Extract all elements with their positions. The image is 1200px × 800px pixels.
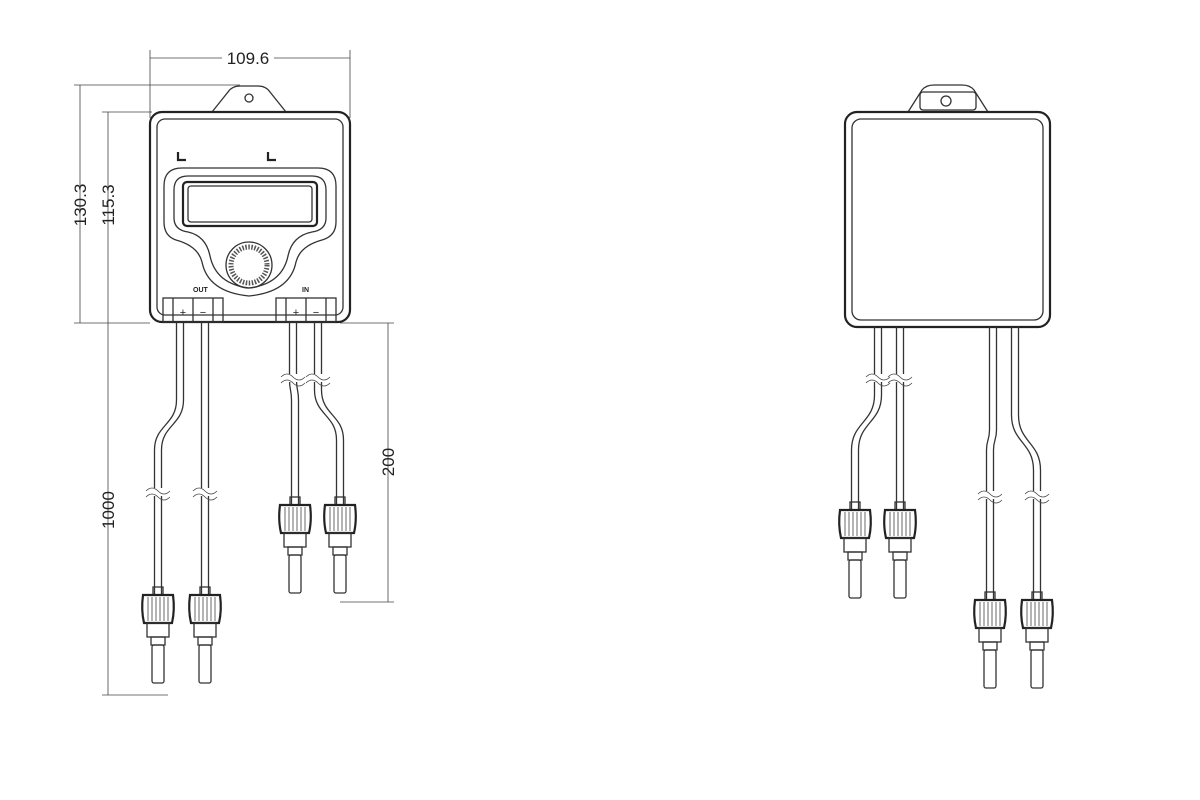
input-cable-dimension-label: 200 (379, 448, 398, 476)
back-cable-4 (1007, 327, 1054, 689)
width-dimension-label: 109.6 (227, 49, 270, 68)
back-cable-3 (973, 327, 1007, 689)
mc4-connector-icon (1020, 591, 1054, 689)
back-cable-2 (883, 327, 917, 599)
in-minus-cable (305, 322, 357, 594)
mc4-connector-icon (323, 496, 357, 594)
out-plus-cable (141, 322, 188, 684)
dimension-total-height: 130.3 (71, 84, 240, 324)
corner-marks (176, 152, 276, 162)
out-minus-cable (188, 322, 222, 684)
in-label: IN (302, 287, 309, 294)
display-bezel (163, 167, 337, 297)
mc4-connector-icon (188, 586, 222, 684)
back-mounting-hole-icon (940, 95, 952, 107)
logo-grille-icon (225, 241, 273, 289)
out-plus-label: + (180, 307, 186, 319)
body-height-dimension-label: 115.3 (99, 184, 118, 225)
mc4-connector-icon (278, 496, 312, 594)
in-plus-cable (278, 322, 312, 594)
dimension-width: 109.6 (149, 48, 351, 118)
dimension-input-cable: 200 (340, 322, 398, 603)
terminal-block-in: + − (275, 297, 337, 323)
display-window (181, 180, 319, 228)
in-plus-label: + (293, 307, 299, 319)
front-view-device: OUT IN + − + − (148, 85, 352, 324)
terminal-block-out: + − (162, 297, 224, 323)
output-cable-dimension-label: 1000 (99, 491, 118, 529)
dimension-body-height: 115.3 (99, 111, 152, 323)
cables (141, 322, 1054, 689)
mc4-connector-icon (973, 591, 1007, 689)
dimension-output-cable: 1000 (99, 323, 168, 696)
back-mounting-tab (907, 84, 989, 113)
back-cable-1 (838, 327, 891, 599)
total-height-dimension-label: 130.3 (71, 184, 90, 227)
mounting-hole-icon (244, 93, 254, 103)
mounting-tab (211, 85, 287, 113)
out-minus-label: − (200, 307, 206, 319)
mc4-connector-icon (141, 586, 175, 684)
mc4-connector-icon (883, 501, 917, 599)
out-label: OUT (193, 287, 209, 294)
mc4-connector-icon (838, 501, 872, 599)
in-minus-label: − (313, 307, 319, 319)
back-view-device (843, 84, 1052, 329)
